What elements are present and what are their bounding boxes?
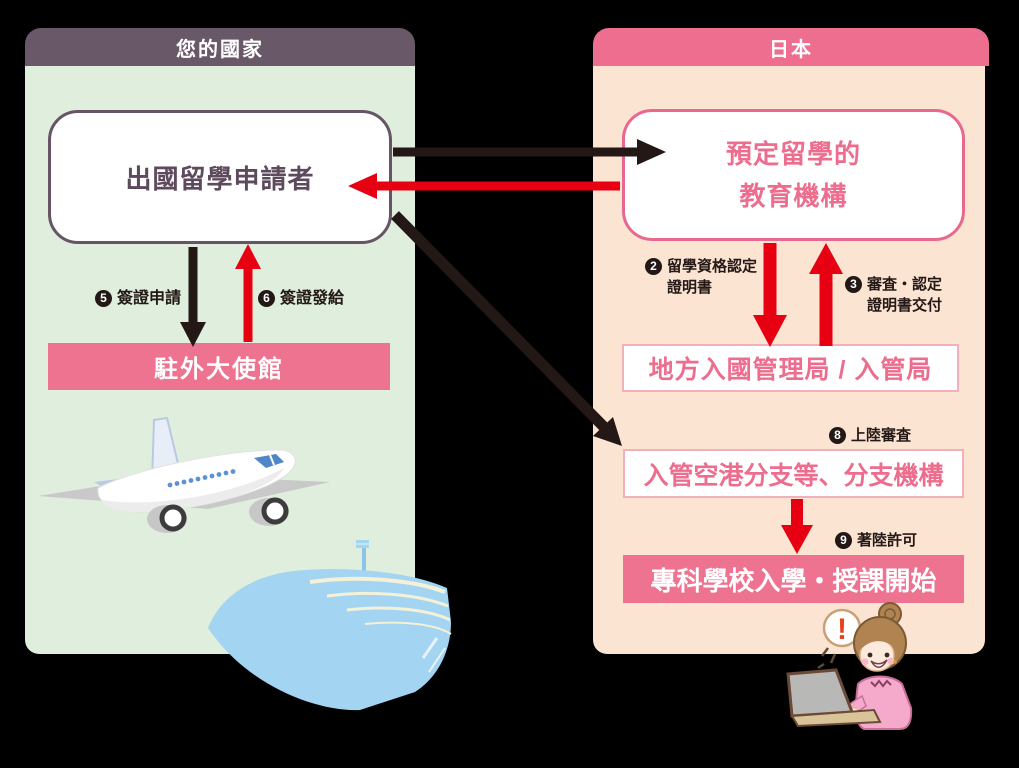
coe-line2: 證明書: [667, 279, 713, 296]
landing-permit-text: 著陸許可: [857, 532, 918, 549]
woman-at-laptop-illustration: !: [786, 602, 913, 730]
ship-icon: [208, 540, 452, 711]
review-line1: 3 審査・認定: [845, 274, 942, 295]
step-8-badge: 8: [829, 427, 846, 444]
step-visa-issuance-label: 6 簽證發給: [258, 284, 344, 308]
visa-issuance-text: 簽證發給: [280, 290, 345, 307]
step-review-label: 3 審査・認定 證明書交付: [845, 274, 942, 316]
step-coe-label: 2 留學資格認定 證明書: [645, 256, 757, 298]
applicant-box-label: 出國留學申請者: [125, 163, 315, 194]
institution-box-line2: 教育機構: [739, 181, 848, 211]
review-line2: 證明書交付: [867, 297, 943, 314]
woman-at-laptop-icon: !: [786, 602, 913, 730]
step-landing-permit-label: 9 著陸許可: [835, 529, 917, 550]
immigration-bureau-label: 地方入國管理局 / 入管局: [648, 356, 933, 384]
exclamation-mark: !: [837, 613, 847, 646]
step-2-badge: 2: [645, 258, 662, 275]
airport-branch-label: 入管空港分支等、分支機構: [643, 461, 944, 490]
airport-branch-box: 入管空港分支等、分支機構: [623, 449, 964, 498]
applicant-box: 出國留學申請者: [48, 110, 392, 244]
airplane-icon: [38, 416, 330, 533]
school-entry-box: 專科學校入學・授課開始: [623, 555, 964, 603]
left-panel-header: 您的國家: [25, 28, 415, 66]
school-entry-label: 專科學校入學・授課開始: [650, 565, 937, 596]
coe-text1: 留學資格認定: [667, 258, 758, 275]
airplane-illustration: [38, 416, 330, 533]
institution-box: 預定留學的 教育機構: [622, 109, 965, 241]
immigration-bureau-box: 地方入國管理局 / 入管局: [622, 344, 959, 392]
institution-box-line1: 預定留學的: [725, 139, 861, 169]
embassy-box-label: 駐外大使館: [154, 356, 284, 383]
step-6-badge: 6: [258, 290, 275, 307]
ship-illustration: [208, 540, 452, 711]
landing-exam-text: 上陸審査: [851, 427, 912, 444]
embassy-box: 駐外大使館: [48, 343, 390, 390]
step-5-badge: 5: [95, 290, 112, 307]
step-9-badge: 9: [835, 532, 852, 549]
visa-application-text: 簽證申請: [117, 290, 182, 307]
step-3-badge: 3: [845, 276, 862, 293]
left-panel-title: 您的國家: [176, 38, 264, 61]
step-visa-application-label: 5 簽證申請: [95, 284, 181, 308]
right-panel-title: 日本: [769, 38, 813, 61]
coe-line1: 2 留學資格認定: [645, 256, 757, 277]
arrow-applicant-to-airport-branch: [391, 211, 622, 446]
right-panel-header: 日本: [593, 28, 989, 66]
speech-bubble-icon: !: [817, 608, 862, 670]
review-text1: 審査・認定: [867, 276, 943, 293]
step-landing-exam-label: 8 上陸審査: [829, 424, 911, 445]
